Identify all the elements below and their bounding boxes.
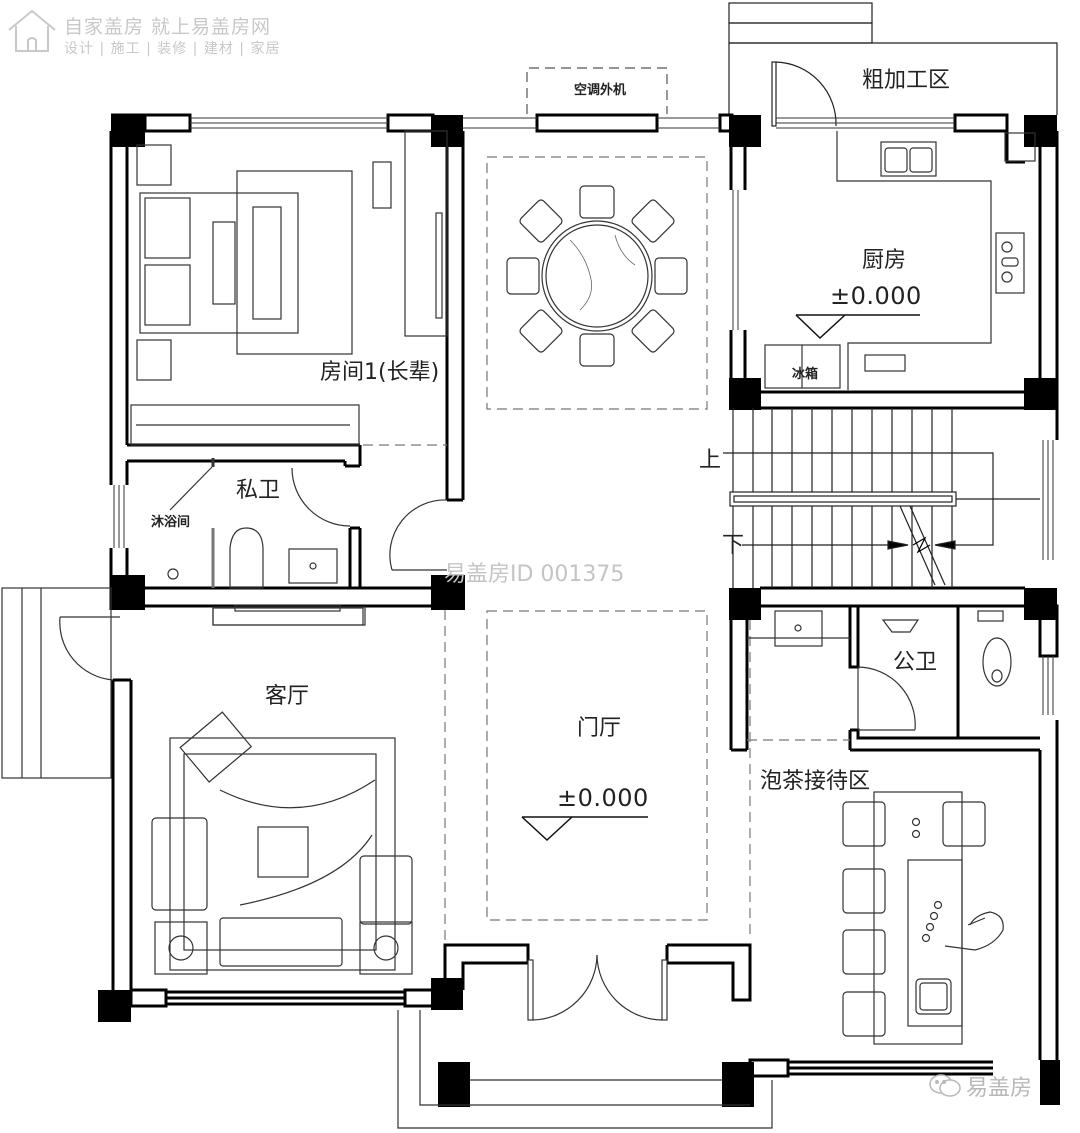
tea-area-label: 泡茶接待区 bbox=[760, 769, 871, 794]
watermark-top: 自家盖房 就上易盖房网 设计 | 施工 | 装修 | 建材 | 家居 bbox=[6, 6, 306, 57]
dashed-zones bbox=[363, 156, 850, 940]
windows bbox=[113, 117, 1054, 715]
public-bath-label: 公卫 bbox=[893, 650, 938, 675]
rough-processing-label: 粗加工区 bbox=[862, 68, 951, 93]
private-bath-label: 私卫 bbox=[236, 478, 281, 503]
watermark-bottom: 易盖房 bbox=[928, 1070, 1032, 1102]
entry-double-door bbox=[527, 954, 668, 1021]
foyer-elevation: ±0.000 bbox=[557, 784, 649, 812]
living-room-furniture bbox=[151, 607, 413, 975]
porch-outline bbox=[397, 1010, 773, 1129]
kitchen-elevation: ±0.000 bbox=[830, 282, 922, 310]
house-logo-icon bbox=[8, 9, 56, 52]
watermark-services: 设计 | 施工 | 装修 | 建材 | 家居 bbox=[64, 41, 281, 57]
dining-table bbox=[506, 185, 688, 367]
stairs-up-label: 上 bbox=[699, 448, 722, 473]
tea-area-furniture bbox=[842, 791, 1004, 1045]
living-room-label: 客厅 bbox=[265, 684, 310, 709]
public-bath-fixtures bbox=[747, 610, 1012, 687]
shower-label: 沐浴间 bbox=[151, 515, 191, 530]
wechat-icon bbox=[929, 1074, 961, 1097]
side-steps bbox=[1, 587, 120, 779]
stairs-down-label: 下 bbox=[722, 533, 745, 558]
structural-columns bbox=[98, 115, 1060, 1107]
ac-unit-label: 空调外机 bbox=[574, 83, 627, 98]
foyer-label: 门厅 bbox=[577, 716, 622, 741]
bedroom-furniture bbox=[130, 130, 448, 446]
elevation-markers bbox=[521, 314, 920, 842]
ac-unit-box bbox=[526, 67, 668, 114]
watermark-brand-text: 易盖房 bbox=[966, 1076, 1033, 1101]
rough-processing-outline bbox=[728, 2, 1058, 127]
kitchen-label: 厨房 bbox=[862, 248, 907, 273]
watermark-slogan: 自家盖房 就上易盖房网 bbox=[64, 16, 272, 38]
interior-doors bbox=[291, 467, 916, 731]
watermark-id: 易盖房ID 001375 bbox=[444, 562, 625, 587]
kitchen-fixtures bbox=[764, 131, 1036, 390]
dining-chairs bbox=[506, 185, 688, 367]
staircase bbox=[723, 408, 1040, 588]
fridge-label: 冰箱 bbox=[792, 367, 819, 382]
bedroom1-label: 房间1(长辈) bbox=[320, 360, 440, 385]
